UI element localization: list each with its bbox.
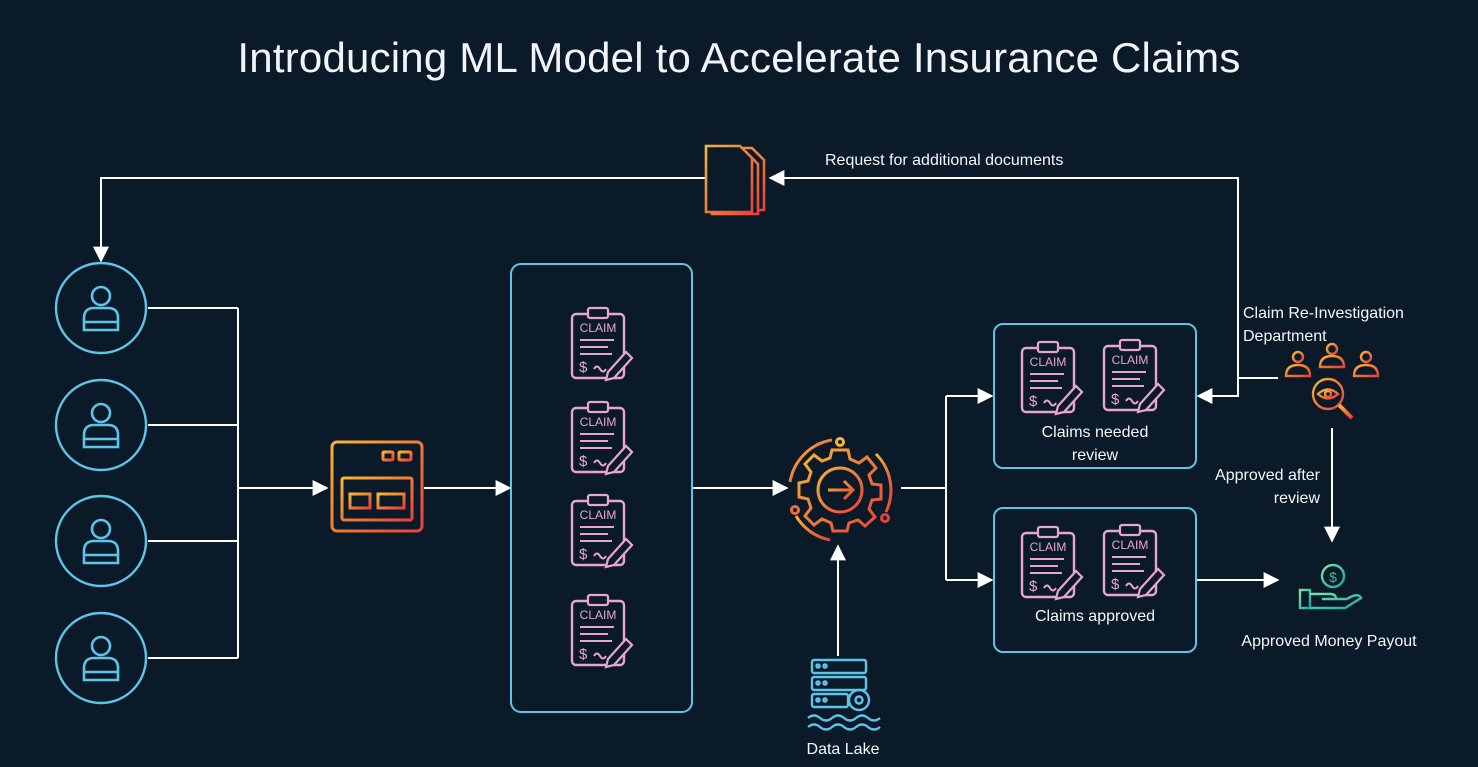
connectors bbox=[93, 170, 1340, 659]
needed-review-label-line2: review bbox=[1071, 447, 1119, 464]
payout-label: Approved Money Payout bbox=[1241, 633, 1417, 650]
reinvest-to-docs-arrow bbox=[768, 170, 1239, 378]
reinvestigation-label-line1: Claim Re-Investigation bbox=[1243, 305, 1404, 322]
needed-review-box bbox=[993, 323, 1197, 469]
docs-to-customer-arrow bbox=[93, 177, 706, 263]
data-lake-icon bbox=[807, 658, 881, 731]
claim-doc-icon bbox=[1102, 523, 1166, 599]
approved-after-review-label-line1: Approved after bbox=[1215, 467, 1320, 484]
reinvestigation-label-line2: Department bbox=[1243, 328, 1327, 345]
claim-doc-icon bbox=[1020, 525, 1084, 601]
money-payout-icon: $ bbox=[1298, 548, 1363, 610]
claim-doc-icon bbox=[570, 400, 634, 476]
needed-review-label-line1: Claims needed bbox=[1041, 424, 1149, 441]
customer-icon bbox=[54, 261, 148, 355]
svg-text:$: $ bbox=[1329, 569, 1337, 585]
claim-doc-icon bbox=[1102, 338, 1166, 414]
claim-doc-icon bbox=[1020, 340, 1084, 416]
approved-box bbox=[993, 507, 1197, 653]
customers bbox=[54, 261, 148, 705]
ml-model-gear-icon bbox=[788, 437, 893, 542]
claim-doc-icon bbox=[570, 306, 634, 382]
claim-doc-icon bbox=[570, 593, 634, 669]
documents-icon bbox=[704, 144, 766, 216]
investigation-department-icon bbox=[1284, 342, 1380, 420]
reinvest-to-review-arrow bbox=[1196, 377, 1278, 404]
claims-container bbox=[510, 263, 693, 713]
page-title: Introducing ML Model to Accelerate Insur… bbox=[237, 34, 1241, 81]
customer-icon bbox=[54, 611, 148, 705]
web-form-icon bbox=[330, 440, 424, 533]
claim-doc-icon bbox=[570, 493, 634, 569]
approved-after-review-label-line2: review bbox=[1273, 490, 1320, 507]
claims-approved-label: Claims approved bbox=[1034, 608, 1156, 625]
request-docs-label: Request for additional documents bbox=[825, 152, 1064, 169]
data-lake-label: Data Lake bbox=[806, 741, 880, 758]
customer-icon bbox=[54, 494, 148, 588]
customer-icon bbox=[54, 378, 148, 472]
